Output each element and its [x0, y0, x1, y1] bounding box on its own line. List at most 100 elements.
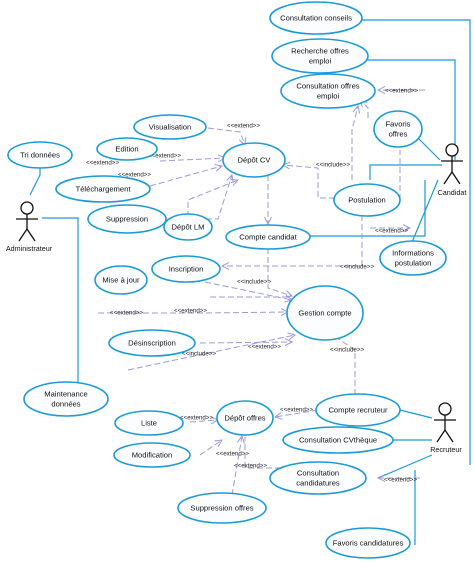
label-extend-visualisation: <<extend>> [227, 123, 260, 130]
actor-recruteur[interactable]: Recruteur [430, 402, 462, 454]
label-extend-consultation-cand: <<extend>> [384, 477, 417, 484]
label-extend-suppression: <<extend>> [234, 463, 267, 470]
dep-suppression-depotcv [170, 175, 232, 220]
label-extend-desinscription: <<extend>> [248, 344, 281, 351]
usecase-consultation-offres[interactable]: Consultation offres emploi [280, 73, 376, 109]
dep-postulation-consultation [351, 106, 358, 180]
actor-label: Recruteur [430, 445, 462, 454]
usecase-recherche-offres[interactable]: Recherche offres emploi [271, 38, 369, 74]
usecase-label-line2: emploi [309, 57, 332, 66]
stereotype-labels: <<extend>> <<extend>> <<extend>> <<exten… [86, 88, 418, 484]
usecase-label-line1: Favoris [386, 120, 411, 129]
dep-maintenance-gestion [127, 335, 295, 371]
usecase-label: Favoris candidatures [333, 539, 404, 548]
usecase-label-line2: offres [389, 130, 408, 139]
usecase-maintenance-donnees[interactable]: Maintenance données [23, 381, 109, 417]
usecase-label: Désinscription [128, 339, 176, 348]
usecase-modification[interactable]: Modification [113, 442, 191, 468]
actor-candidat[interactable]: Candidat [438, 143, 467, 197]
associations [29, 19, 471, 545]
usecase-postulation[interactable]: Postulation [333, 183, 401, 217]
usecase-label: Téléchargement [76, 185, 132, 194]
usecase-suppression-offres[interactable]: Suppression offres [177, 492, 267, 524]
dep-compte-depotoffres [275, 409, 319, 417]
label-include-maintenance: <<include>> [182, 351, 216, 358]
dep-postulation-depotcv [283, 165, 335, 199]
usecase-label: Dépôt CV [238, 156, 272, 165]
usecase-edition[interactable]: Edition [96, 137, 158, 161]
label-extend-compte-recruteur: <<extend>> [280, 407, 313, 414]
dep-recruteur-gestion [325, 330, 356, 395]
dep-suppression-depotoffres [231, 436, 242, 496]
label-extend-inscription: <<extend>> [174, 308, 207, 315]
dep-compte-gestion [267, 248, 292, 296]
usecase-label: Edition [115, 145, 138, 154]
usecase-mise-a-jour[interactable]: Mise à jour [94, 265, 148, 295]
usecase-label: Postulation [348, 196, 386, 205]
usecase-label: Compte candidat [239, 233, 297, 242]
usecase-informations-postulation[interactable]: Informations postulation [379, 240, 447, 276]
label-include-postulation: <<include>> [316, 162, 350, 169]
usecase-label-line2: emploi [317, 92, 340, 101]
assoc-candidat-informations [409, 179, 439, 248]
usecase-label-line1: Consultation [297, 469, 339, 478]
usecase-telechargement[interactable]: Téléchargement [55, 175, 151, 203]
usecase-label: Visualisation [149, 123, 192, 132]
label-extend-telechargement: <<extend>> [118, 172, 151, 179]
usecase-label: Compte recruteur [328, 406, 388, 415]
label-extend-informations: <<extend>> [375, 228, 408, 235]
usecase-label-line1: Informations [392, 249, 434, 258]
label-extend-modification: <<extend>> [216, 451, 249, 458]
usecase-consultation-candidatures[interactable]: Consultation candidatures [269, 461, 367, 495]
usecase-liste[interactable]: Liste [114, 410, 184, 436]
usecase-label-line2: candidatures [296, 479, 340, 488]
assoc-candidat-compte [310, 180, 426, 237]
usecase-label: Mise à jour [102, 276, 140, 285]
usecase-label: Tri données [20, 151, 60, 160]
assoc-candidat-recherche-offres [365, 59, 456, 160]
usecase-favoris-offres[interactable]: Favoris offres [373, 110, 423, 148]
usecase-label: Dépôt offres [224, 414, 265, 423]
usecase-label: Suppression offres [190, 504, 253, 513]
usecase-label: Liste [141, 419, 157, 428]
actor-label: Candidat [438, 188, 467, 197]
dep-candidat-inscription [222, 215, 363, 266]
usecase-consultation-conseils[interactable]: Consultation conseils [269, 1, 363, 35]
dep-edition-depotcv [159, 158, 225, 161]
usecase-compte-candidat[interactable]: Compte candidat [225, 224, 311, 250]
usecase-compte-recruteur[interactable]: Compte recruteur [315, 393, 401, 427]
usecase-label: Inscription [169, 265, 204, 274]
usecase-label: Dépôt LM [172, 223, 205, 232]
usecase-inscription[interactable]: Inscription [151, 255, 221, 283]
usecase-label: Gestion compte [298, 309, 351, 318]
usecase-label: Consultation conseils [280, 14, 352, 23]
usecase-label-line1: Recherche offres [291, 47, 349, 56]
usecase-depot-offres[interactable]: Dépôt offres [216, 400, 274, 436]
label-include-compte: <<include>> [237, 279, 271, 286]
usecase-depot-cv[interactable]: Dépôt CV [222, 142, 286, 178]
usecase-gestion-compte[interactable]: Gestion compte [286, 285, 364, 341]
label-extend-tri: <<extend>> [86, 160, 119, 167]
usecase-favoris-candidatures[interactable]: Favoris candidatures [325, 527, 411, 559]
use-cases: Consultation conseils Recherche offres e… [7, 1, 447, 559]
label-include-inscription: <<include>> [340, 264, 374, 271]
usecase-label-line1: Maintenance [44, 390, 87, 399]
dep-desinscription-gestion [199, 342, 292, 343]
usecase-consultation-cvtheque[interactable]: Consultation CVthèque [282, 426, 394, 454]
label-extend-edition: <<extend>> [148, 153, 181, 160]
usecase-label-line1: Consultation offres [296, 82, 359, 91]
assoc-admin-maintenance [42, 217, 79, 392]
actor-administrateur[interactable]: Administrateur [6, 201, 53, 253]
usecase-desinscription[interactable]: Désinscription [108, 329, 196, 357]
assoc-recruteur-compte [399, 409, 433, 419]
usecase-label-line2: postulation [395, 259, 432, 268]
usecase-tri-donnees[interactable]: Tri données [7, 141, 73, 169]
usecase-depot-lm[interactable]: Dépôt LM [163, 213, 213, 241]
usecase-label-line2: données [51, 400, 80, 409]
dep-depotoffres-consultation [244, 437, 290, 469]
usecase-suppression[interactable]: Suppression [87, 204, 167, 234]
usecase-label: Modification [132, 451, 173, 460]
usecase-visualisation[interactable]: Visualisation [133, 114, 207, 140]
dep-modification-depotoffres [199, 440, 222, 456]
